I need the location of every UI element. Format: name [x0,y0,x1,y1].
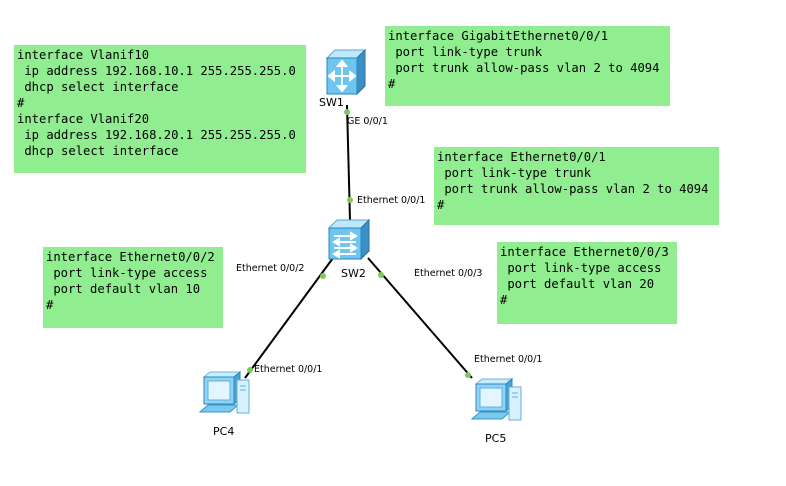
port-dot-pc4-e001 [247,367,253,373]
config-line: port trunk allow-pass vlan 2 to 4094 [388,61,660,75]
layer3-switch-icon [325,48,367,96]
config-line: # [388,77,396,91]
config-line: interface Vlanif20 [17,112,150,126]
port-label-sw2-e002: Ethernet 0/0/2 [236,263,305,274]
config-line: port default vlan 20 [500,277,655,291]
config-note-sw2-e002: interface Ethernet0/0/2 port link-type a… [43,247,223,328]
port-dot-sw1-ge001 [344,109,350,115]
config-line: port default vlan 10 [46,282,201,296]
config-line: interface GigabitEthernet0/0/1 [388,29,609,43]
link-sw2-pc4[interactable] [244,257,334,379]
pc-icon [198,370,250,414]
port-dot-sw2-e001 [347,197,353,203]
device-pc5[interactable] [469,377,525,427]
config-line: # [46,298,54,312]
device-label-sw1: SW1 [319,96,344,109]
port-dot-pc5-e001 [465,372,471,378]
device-label-pc4: PC4 [213,425,235,438]
port-label-pc5-e001: Ethernet 0/0/1 [474,354,543,365]
port-label-sw2-e001: Ethernet 0/0/1 [357,195,426,206]
config-note-vlanif: interface Vlanif10 ip address 192.168.10… [14,45,306,173]
device-label-sw2: SW2 [341,267,366,280]
config-line: port link-type trunk [437,166,592,180]
link-sw2-pc5[interactable] [367,257,473,379]
config-note-sw2-e003: interface Ethernet0/0/3 port link-type a… [497,242,677,324]
config-line: # [500,293,508,307]
device-label-pc5: PC5 [485,432,507,445]
layer2-switch-icon [327,218,371,261]
device-sw1[interactable] [322,48,370,96]
config-line: port link-type access [500,261,662,275]
port-label-sw1-ge001: GE 0/0/1 [347,116,388,127]
config-line: dhcp select interface [17,80,179,94]
pc-icon [470,377,522,421]
device-pc4[interactable] [197,370,253,420]
config-line: interface Ethernet0/0/1 [437,150,606,164]
port-dot-sw2-e002 [320,273,326,279]
config-line: ip address 192.168.20.1 255.255.255.0 [17,128,296,142]
config-line: # [17,96,25,110]
config-line: interface Vlanif10 [17,48,150,62]
config-line: interface Ethernet0/0/2 [46,250,215,264]
port-label-sw2-e003: Ethernet 0/0/3 [414,268,483,279]
port-label-pc4-e001: Ethernet 0/0/1 [254,364,323,375]
config-line: port trunk allow-pass vlan 2 to 4094 [437,182,709,196]
config-line: port link-type access [46,266,208,280]
config-line: # [437,198,445,212]
device-sw2[interactable] [325,218,375,263]
config-line: port link-type trunk [388,45,543,59]
config-note-sw2-e001: interface Ethernet0/0/1 port link-type t… [434,147,719,225]
config-line: ip address 192.168.10.1 255.255.255.0 [17,64,296,78]
config-note-sw1-ge001: interface GigabitEthernet0/0/1 port link… [385,26,670,106]
port-dot-sw2-e003 [378,272,384,278]
config-line: interface Ethernet0/0/3 [500,245,669,259]
config-line: dhcp select interface [17,144,179,158]
